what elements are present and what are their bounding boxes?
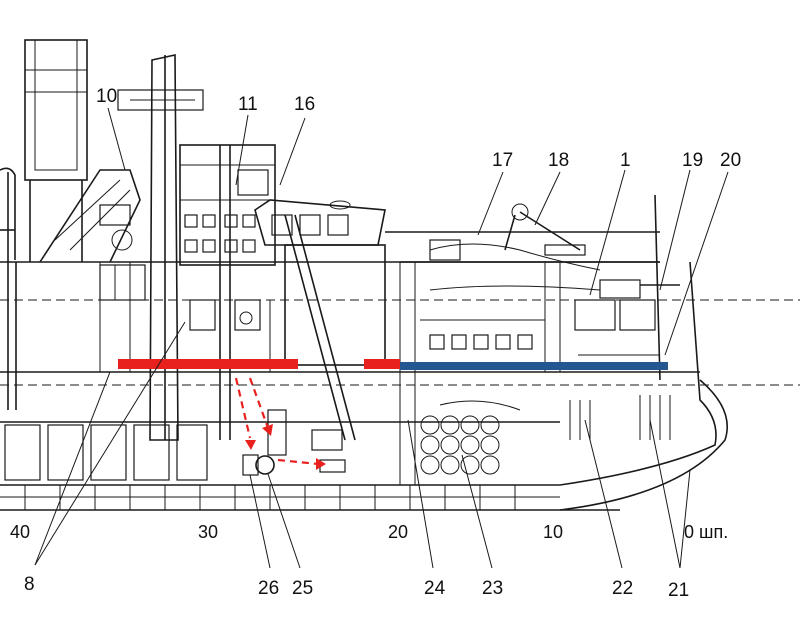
crane-left (39, 169, 141, 263)
callout-25: 25 (292, 578, 313, 599)
callout-19: 19 (682, 150, 703, 171)
callout-22: 22 (612, 578, 633, 599)
callout-1: 1 (620, 150, 631, 171)
callout-23: 23 (482, 578, 503, 599)
double-bottom (0, 485, 560, 510)
frame-number-20: 20 (388, 522, 408, 542)
callout-20: 20 (720, 150, 741, 171)
callout-17: 17 (492, 150, 513, 171)
mast (117, 54, 204, 441)
lower-tanks (4, 424, 208, 481)
forepeak (569, 395, 671, 440)
deck-frames (99, 262, 660, 485)
frame-number-30: 30 (198, 522, 218, 542)
callout-8: 8 (24, 574, 35, 595)
callout-26: 26 (258, 578, 279, 599)
blue-deck-zone (400, 362, 668, 370)
anchor-gear (429, 203, 680, 299)
chain-locker (420, 400, 521, 475)
leader-lines (34, 107, 729, 569)
flow-arrows (234, 377, 326, 470)
frame-number-0: 0 шп. (684, 522, 728, 542)
callout-10: 10 (96, 86, 117, 107)
red-deck-zone-right (364, 359, 400, 369)
frame-number-40: 40 (10, 522, 30, 542)
red-deck-zone-left (118, 359, 298, 369)
left-pipes (0, 167, 17, 410)
funnel (24, 39, 88, 262)
callout-11: 11 (238, 94, 258, 115)
callout-18: 18 (548, 150, 569, 171)
frame-number-10: 10 (543, 522, 563, 542)
superstructure (179, 144, 276, 440)
callout-24: 24 (424, 578, 446, 599)
engine-room (242, 409, 346, 476)
callout-16: 16 (294, 94, 315, 115)
callout-21: 21 (668, 580, 689, 601)
wheelhouse (254, 199, 386, 441)
